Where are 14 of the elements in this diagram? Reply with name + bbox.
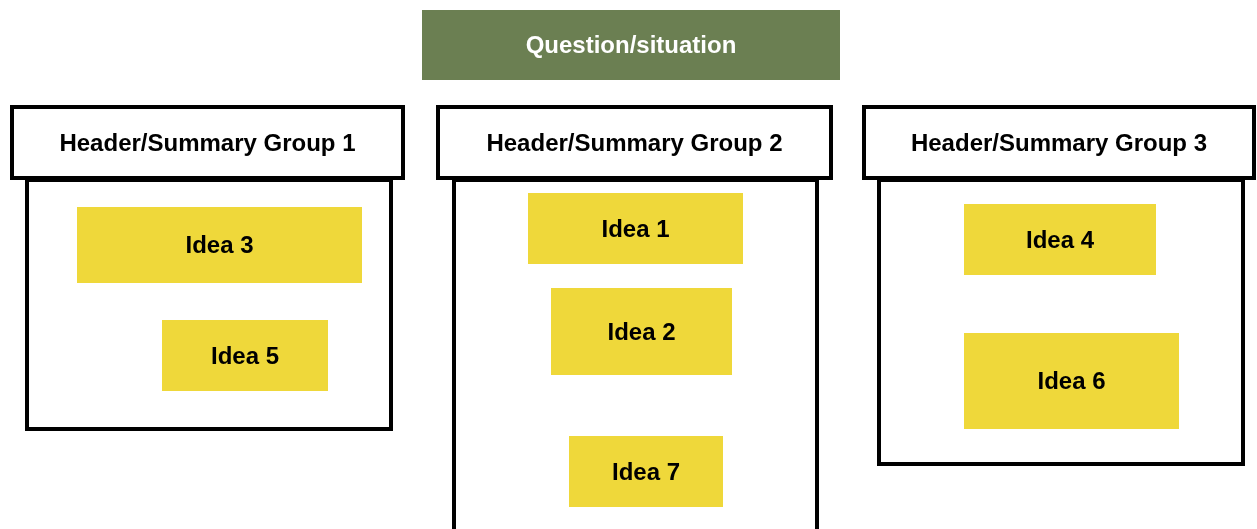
header-box: Header/Summary Group 2 bbox=[436, 105, 833, 180]
group-box bbox=[877, 178, 1245, 466]
header-box: Header/Summary Group 1 bbox=[10, 105, 405, 180]
group-box bbox=[452, 178, 819, 529]
header-box: Header/Summary Group 3 bbox=[862, 105, 1256, 180]
sticky-note: Idea 6 bbox=[964, 333, 1179, 429]
sticky-note: Idea 4 bbox=[964, 204, 1156, 275]
sticky-note: Idea 5 bbox=[162, 320, 328, 391]
group-box bbox=[25, 178, 393, 431]
sticky-note: Idea 2 bbox=[551, 288, 732, 375]
question-box: Question/situation bbox=[422, 10, 840, 80]
sticky-note: Idea 1 bbox=[528, 193, 743, 264]
sticky-note: Idea 3 bbox=[77, 207, 362, 283]
sticky-note: Idea 7 bbox=[569, 436, 723, 507]
